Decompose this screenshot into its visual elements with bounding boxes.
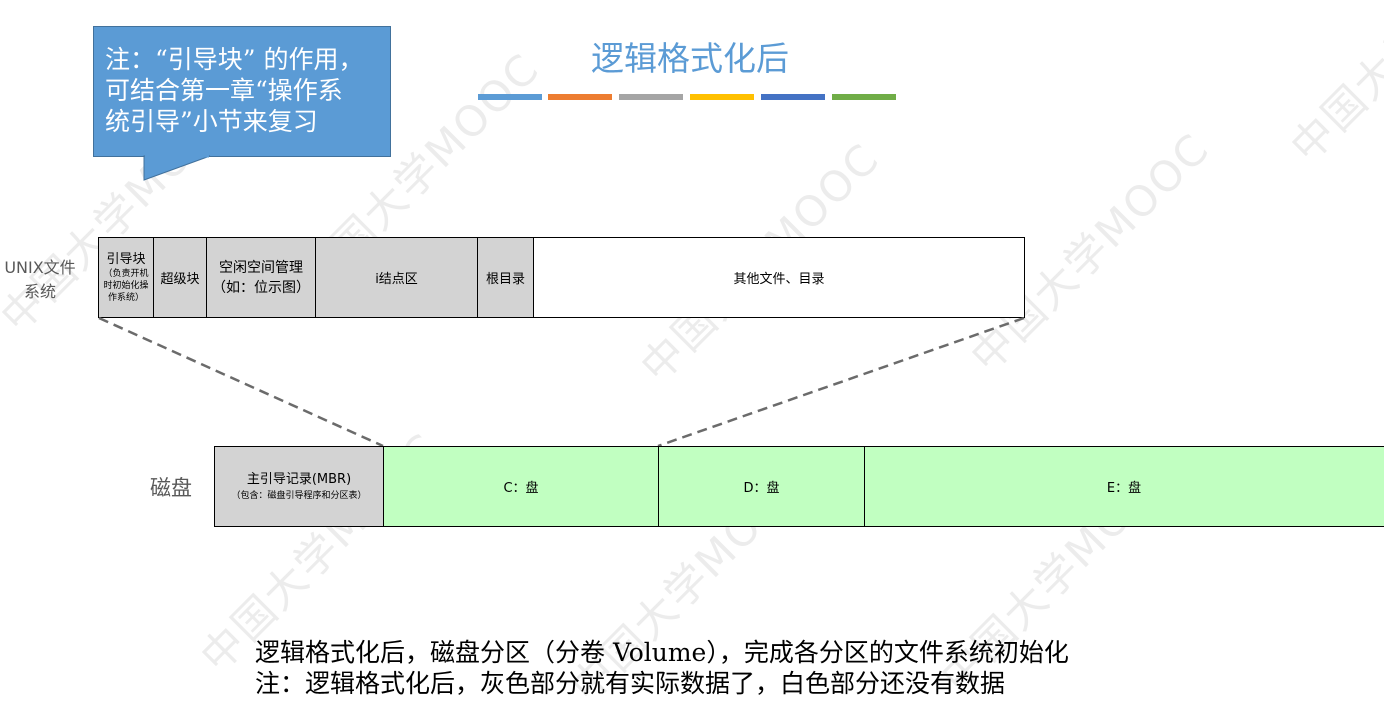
partition-c-label: C：盘 <box>503 481 539 496</box>
root-dir-title: 根目录 <box>485 272 525 287</box>
color-bar-5 <box>761 94 825 100</box>
note-line-2: 可结合第一章“操作系 <box>105 76 343 105</box>
inode-block-title: i结点区 <box>375 272 418 287</box>
super-block-title: 超级块 <box>160 272 200 287</box>
disk-label: 磁盘 <box>150 476 192 500</box>
other-files-block: 其他文件、目录 <box>533 237 1025 318</box>
inode-block: i结点区 <box>315 237 478 318</box>
other-files-title: 其他文件、目录 <box>733 272 825 287</box>
slide-title: 逻辑格式化后 <box>591 39 789 78</box>
color-bar-6 <box>832 94 896 100</box>
color-bar-4 <box>690 94 754 100</box>
callout-tail <box>143 154 211 181</box>
mbr-desc: （包含：磁盘引导程序和分区表） <box>231 490 367 501</box>
color-bar-3 <box>619 94 683 100</box>
note-line-1: 注：“引导块” 的作用， <box>105 45 364 74</box>
boot-block-title: 引导块 <box>106 251 146 267</box>
note-line-3: 统引导”小节来复习 <box>105 107 318 136</box>
boot-block: 引导块 （负责开机时初始化操作系统） <box>98 237 154 318</box>
caption-line-1: 逻辑格式化后，磁盘分区（分卷 Volume），完成各分区的文件系统初始化 <box>255 638 1069 667</box>
note-callout <box>93 26 391 157</box>
free-space-block: 空闲空间管理 （如：位示图） <box>206 237 316 318</box>
free-space-desc: （如：位示图） <box>212 279 310 296</box>
mbr-block: 主引导记录(MBR) （包含：磁盘引导程序和分区表） <box>214 446 384 527</box>
partition-e-label: E：盘 <box>1106 481 1142 496</box>
partition-c: C：盘 <box>383 446 659 527</box>
partition-d: D：盘 <box>658 446 865 527</box>
color-bar-2 <box>548 94 612 100</box>
color-bar-1 <box>478 94 542 100</box>
caption-line-2: 注：逻辑格式化后，灰色部分就有实际数据了，白色部分还没有数据 <box>255 669 1006 698</box>
unix-fs-label: UNIX文件系统 <box>4 258 76 301</box>
mbr-title: 主引导记录(MBR) <box>246 471 352 487</box>
note-text: 注：“引导块” 的作用， 可结合第一章“操作系 统引导”小节来复习 <box>105 44 395 137</box>
partition-d-label: D：盘 <box>743 481 780 496</box>
boot-block-desc: （负责开机时初始化操作系统） <box>103 268 149 303</box>
free-space-title: 空闲空间管理 <box>219 259 303 276</box>
super-block: 超级块 <box>153 237 207 318</box>
root-dir-block: 根目录 <box>477 237 534 318</box>
partition-e: E：盘 <box>864 446 1384 527</box>
